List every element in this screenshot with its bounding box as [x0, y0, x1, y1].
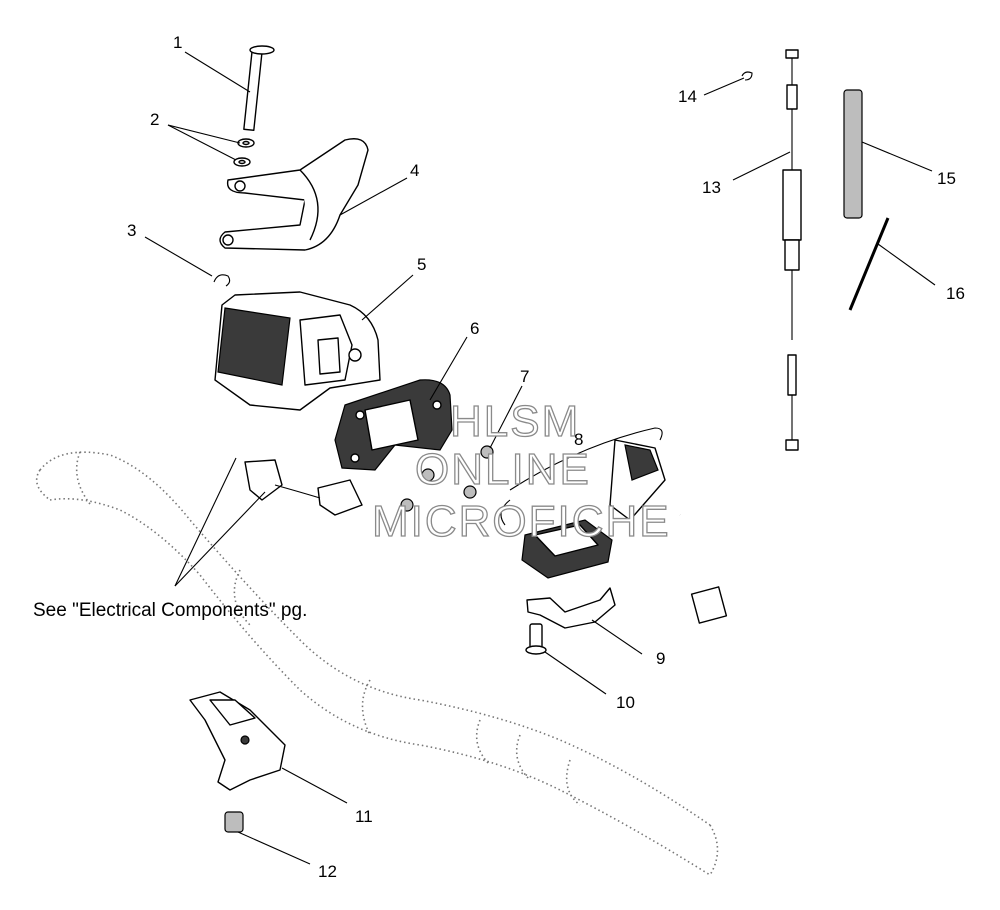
callout-5: 5 — [417, 255, 426, 274]
part-7-screws — [400, 445, 494, 512]
callout-15: 15 — [937, 169, 956, 188]
callout-1: 1 — [173, 33, 182, 52]
callout-4: 4 — [410, 161, 419, 180]
leader-lines — [144, 51, 936, 865]
watermark: HLSM ONLINE MICROFICHE — [371, 396, 671, 546]
callout-9: 9 — [656, 649, 665, 668]
part-3-clip — [213, 274, 231, 287]
part-12-set-screw — [224, 811, 244, 833]
part-16-rod — [848, 217, 890, 311]
switch-housing — [521, 519, 613, 579]
part-14-clip — [741, 71, 753, 81]
part-1-pin — [243, 45, 275, 132]
part-10-bolt — [525, 623, 547, 655]
watermark-line-2: ONLINE — [415, 445, 591, 494]
handlebar — [35, 451, 719, 876]
callout-16: 16 — [946, 284, 965, 303]
part-9-clamp — [526, 587, 616, 629]
callout-12: 12 — [318, 862, 337, 881]
part-5-housing — [214, 291, 381, 411]
callout-11: 11 — [355, 807, 373, 826]
part-2-washers — [233, 138, 255, 167]
watermark-line-3: MICROFICHE — [372, 497, 671, 546]
callout-6: 6 — [470, 319, 479, 338]
callout-7: 7 — [520, 367, 529, 386]
callout-labels: 1 2 3 4 5 6 7 8 9 10 11 12 13 14 15 16 — [127, 33, 965, 881]
electrical-components-note: See "Electrical Components" pg. — [33, 600, 307, 621]
callout-3: 3 — [127, 221, 136, 240]
part-6-cover — [334, 379, 453, 471]
part-8-switch — [500, 427, 728, 624]
callout-8: 8 — [574, 430, 583, 449]
callout-10: 10 — [616, 693, 635, 712]
callout-13: 13 — [702, 178, 721, 197]
part-4-bracket — [219, 138, 369, 251]
callout-2: 2 — [150, 110, 159, 129]
part-11-lever — [189, 691, 286, 791]
callout-14: 14 — [678, 87, 697, 106]
part-13-cable — [782, 49, 802, 451]
harness-connector — [244, 459, 363, 516]
watermark-line-1: HLSM — [450, 397, 580, 446]
part-15-sleeve — [843, 89, 863, 219]
